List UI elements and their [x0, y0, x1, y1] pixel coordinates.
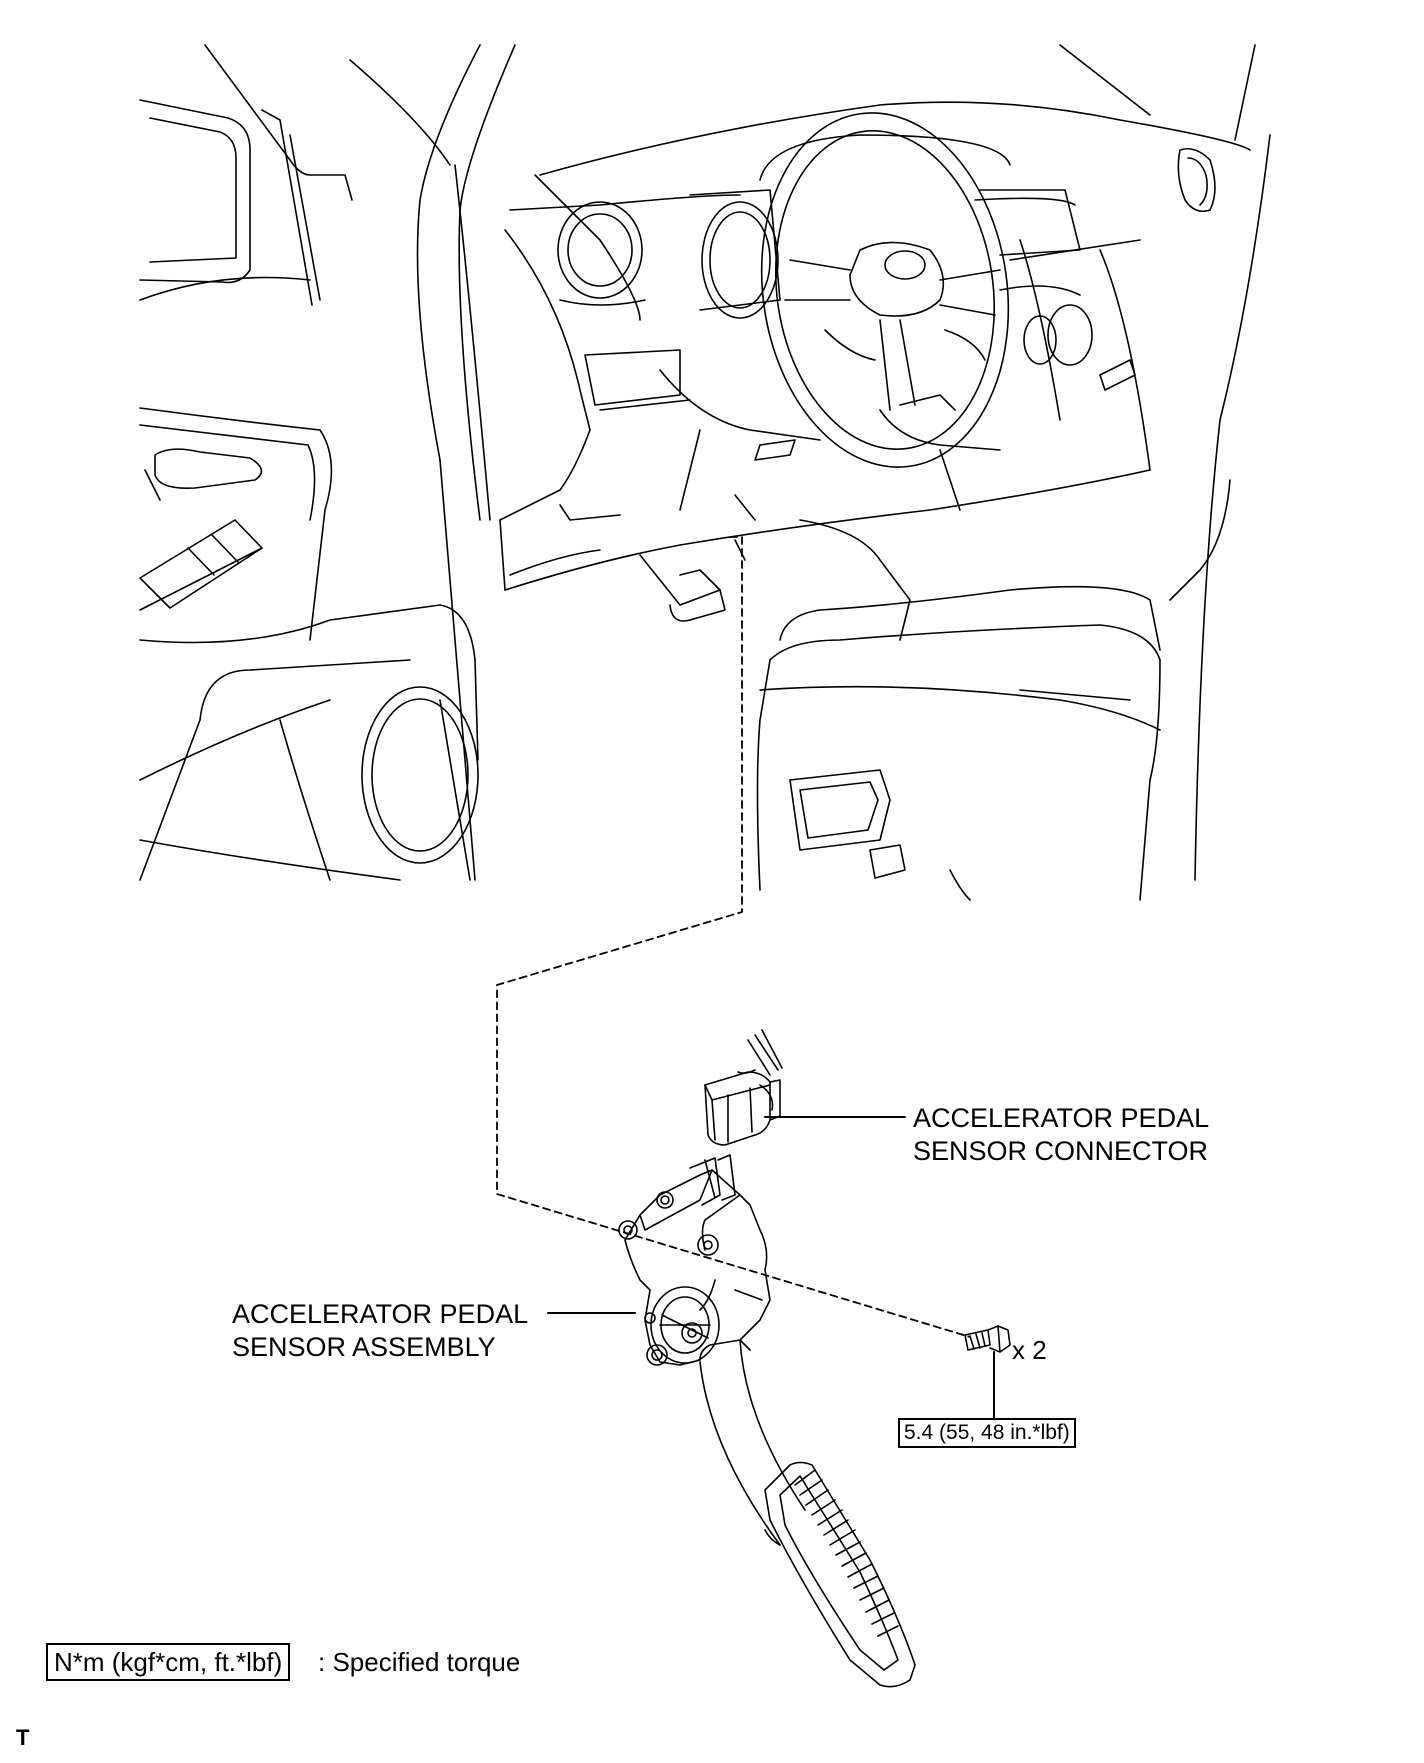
dashboard	[499, 44, 1271, 881]
footwell-pedals	[559, 494, 911, 641]
steering-wheel	[760, 112, 1010, 511]
callout-leaders	[547, 1116, 995, 1421]
a-pillar	[204, 44, 516, 881]
driver-seat	[756, 479, 1231, 901]
connector-label-line2: SENSOR CONNECTOR	[913, 1136, 1209, 1166]
torque-unit-legend-box: N*m (kgf*cm, ft.*lbf)	[46, 1643, 291, 1681]
connector-label-line1: ACCELERATOR PEDAL	[913, 1103, 1210, 1133]
bolt-quantity: x 2	[1012, 1335, 1047, 1365]
sensor-connector-drawing	[704, 1029, 783, 1146]
bolt-drawing	[964, 1325, 1011, 1353]
assembly-label-line1: ACCELERATOR PEDAL	[232, 1299, 529, 1329]
relation-leader	[496, 536, 971, 1338]
torque-legend-description: : Specified torque	[318, 1647, 521, 1677]
torque-spec-box: 5.4 (55, 48 in.*lbf)	[898, 1418, 1076, 1448]
pedal-arm-drawing	[699, 1339, 916, 1688]
assembly-label-line2: SENSOR ASSEMBLY	[232, 1332, 496, 1362]
pedal-assembly-drawing	[618, 1154, 771, 1366]
door-panel	[139, 99, 479, 881]
corner-mark: T	[16, 1725, 30, 1750]
